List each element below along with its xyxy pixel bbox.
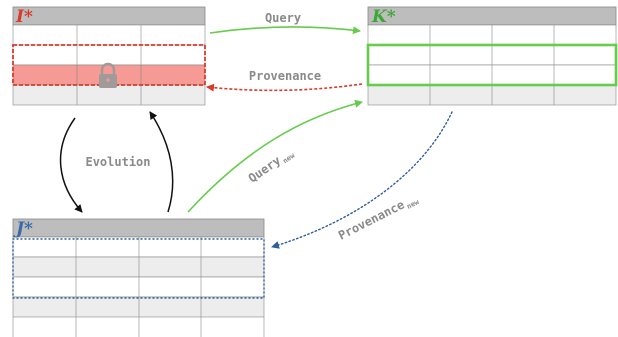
evolution-edge-back: [149, 111, 174, 213]
svg-text:new: new: [281, 151, 297, 165]
provenance-edge-label: Provenance: [249, 69, 321, 83]
table-j-row: [12, 236, 265, 258]
table-j-row: [12, 276, 265, 298]
query-edge-label: Query: [265, 11, 301, 25]
table-k-result-outline: [366, 43, 618, 87]
table-i-header: [12, 6, 206, 26]
table-j-selection-outline: [12, 238, 265, 299]
table-i-name: I*: [15, 7, 33, 27]
query-new-edge: [187, 99, 363, 213]
table-i-row: [12, 24, 206, 46]
query-new-edge-label: Query new: [246, 151, 297, 185]
svg-text:new: new: [406, 198, 422, 211]
lock-icon: [99, 62, 117, 88]
table-i: I*: [12, 6, 206, 106]
table-j-row: [12, 256, 265, 278]
table-j-header: [12, 218, 265, 238]
evolution-edge-forward: [59, 117, 83, 213]
table-j: J*: [12, 218, 265, 337]
svg-text:Query: Query: [246, 153, 284, 185]
query-edge: [209, 26, 361, 35]
svg-text:Provenance: Provenance: [336, 197, 407, 242]
table-j-row: [12, 296, 265, 318]
evolution-edge-label: Evolution: [85, 155, 150, 169]
provenance-edge: [206, 83, 363, 92]
provenance-new-edge: [271, 111, 453, 249]
table-k-name: K*: [371, 7, 396, 27]
provenance-new-edge-label: Provenance new: [336, 197, 422, 242]
table-k-header: [367, 6, 617, 26]
table-j-name: J*: [13, 219, 33, 239]
table-i-row: [12, 44, 206, 66]
table-k: K*: [366, 6, 618, 106]
